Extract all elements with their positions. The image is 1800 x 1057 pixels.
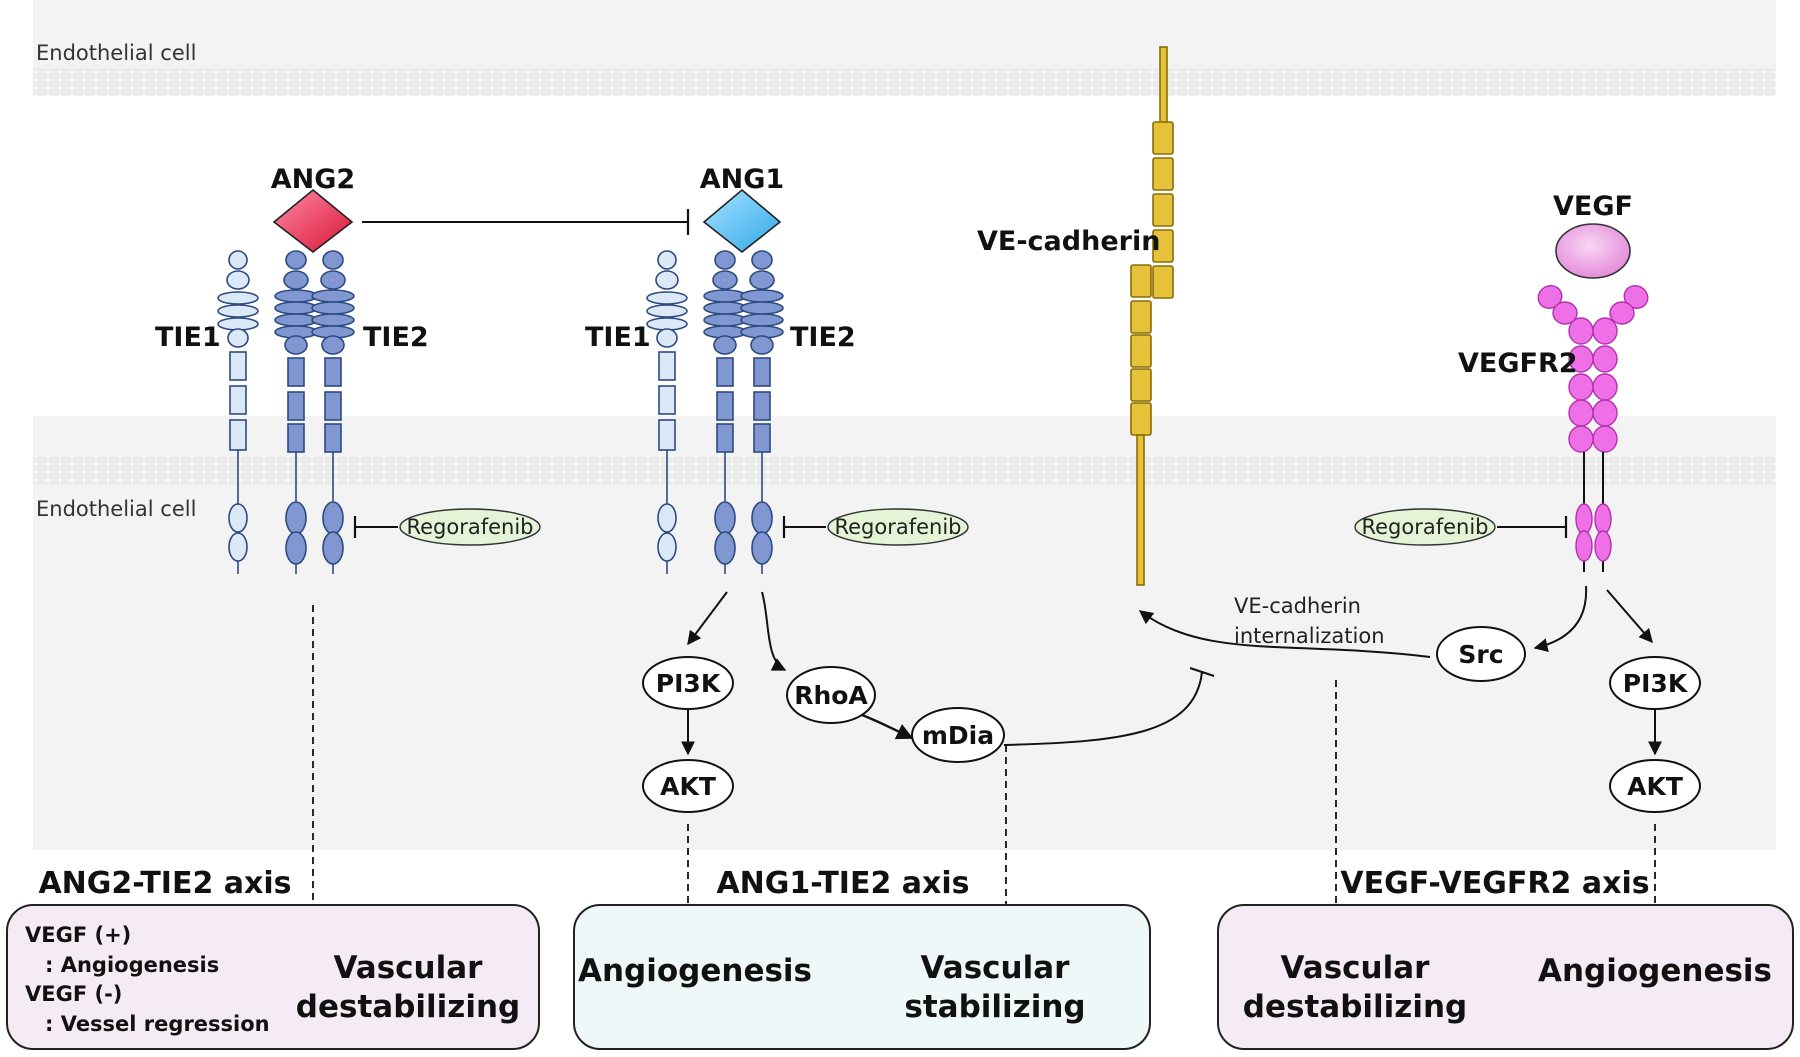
- ve-cadherin-group: VE-cadherin VE-cadherin internalization: [977, 46, 1431, 658]
- rhoa-label: RhoA: [794, 681, 868, 710]
- ang2-label: ANG2: [271, 164, 355, 195]
- tie1-left-label: TIE1: [155, 322, 221, 353]
- ang2-outcome-line1: Vascular: [334, 950, 484, 986]
- internalization-text-1: VE-cadherin: [1234, 594, 1361, 618]
- src-label: Src: [1458, 640, 1503, 669]
- tie2-left-receptor: [274, 250, 355, 574]
- vegf-minus-effect: : Vessel regression: [45, 1012, 270, 1036]
- vegf-outcome-a-line1: Vascular: [1281, 950, 1431, 986]
- vegf-ligand: [1555, 223, 1631, 279]
- vegfr2-label: VEGFR2: [1458, 348, 1578, 379]
- regorafenib-1-label: Regorafenib: [406, 515, 533, 539]
- left-receptor-group: TIE1 TIE2 ANG2 Regorafenib: [155, 164, 690, 930]
- src-node: [1436, 626, 1526, 682]
- pi3k-2-node: [1609, 656, 1701, 710]
- vegf-label: VEGF: [1553, 191, 1633, 222]
- vegfr2-to-pi3k-arrow: [1606, 589, 1653, 644]
- ang2-ligand: [272, 188, 354, 254]
- tie2-to-rhoa-arrow: [761, 591, 787, 671]
- ang2-tie2-box: [6, 904, 540, 1050]
- regorafenib-2-pill: [827, 508, 969, 546]
- rhoa-node: [786, 666, 876, 724]
- akt-1-label: AKT: [660, 772, 716, 801]
- vegf-outcome-a-line2: destabilizing: [1243, 989, 1467, 1025]
- top-cell-label: Endothelial cell: [36, 41, 196, 65]
- akt-2-node: [1609, 759, 1701, 813]
- ang1-outcome-a: Angiogenesis: [578, 953, 812, 989]
- tie2-left-label: TIE2: [363, 322, 429, 353]
- bottom-cell-label: Endothelial cell: [36, 497, 196, 521]
- pi3k-2-label: PI3K: [1623, 669, 1689, 698]
- internalization-text-2: internalization: [1234, 624, 1385, 648]
- vegfr2-to-src-arrow: [1533, 585, 1588, 653]
- vegf-vegfr2-box: [1217, 904, 1794, 1050]
- mdia-inhibition-bar: [1189, 666, 1215, 678]
- akt-1-node: [642, 759, 734, 813]
- middle-receptor-group: TIE1 TIE2 ANG1 Regorafenib PI3K AKT RhoA…: [585, 164, 1215, 930]
- tie1-mid-receptor: [646, 250, 688, 574]
- mdia-node: [911, 707, 1005, 763]
- rhoa-to-mdia-arrow: [861, 713, 914, 740]
- top-membrane: [33, 68, 1776, 96]
- ang1-label: ANG1: [700, 164, 784, 195]
- right-receptor-group: VEGF VEGFR2: [1329, 191, 1701, 930]
- bottom-membrane: [33, 457, 1776, 485]
- pi3k-1-label: PI3K: [656, 669, 722, 698]
- ang1-outcome-b-line1: Vascular: [921, 950, 1071, 986]
- tie2-to-pi3k-arrow: [687, 591, 728, 646]
- ang1-outcome-b-line2: stabilizing: [904, 989, 1085, 1025]
- tie2-mid-label: TIE2: [790, 322, 856, 353]
- regorafenib-3-label: Regorafenib: [1361, 515, 1488, 539]
- mdia-label: mDia: [922, 721, 994, 750]
- tie1-mid-label: TIE1: [585, 322, 651, 353]
- ve-cadherin-label: VE-cadherin: [977, 226, 1160, 257]
- vegf-vegfr2-axis-title: VEGF-VEGFR2 axis: [1340, 866, 1649, 901]
- vegf-plus-effect: : Angiogenesis: [45, 953, 219, 977]
- vegfr2-kinase-domains: [1575, 503, 1612, 562]
- mdia-inhibits-internalization: [1003, 671, 1203, 746]
- tie2-mid-receptor: [703, 250, 784, 574]
- regorafenib-3-pill: [1354, 508, 1496, 546]
- regorafenib-1-pill: [399, 508, 541, 546]
- ang1-ligand: [702, 188, 782, 254]
- vegf-plus-text: VEGF (+): [25, 923, 131, 947]
- akt-2-label: AKT: [1627, 772, 1683, 801]
- tie1-left-receptor: [217, 250, 259, 574]
- pi3k-1-node: [642, 656, 734, 710]
- ang1-tie2-axis-title: ANG1-TIE2 axis: [716, 866, 969, 901]
- vegf-outcome-b: Angiogenesis: [1538, 953, 1772, 989]
- internalization-arrow: [1138, 610, 1431, 658]
- ang2-outcome-line2: destabilizing: [296, 989, 520, 1025]
- ve-cadherin-molecule: [1130, 46, 1174, 586]
- vegfr2-receptor: [1537, 285, 1649, 453]
- ang1-tie2-box: [573, 904, 1151, 1050]
- vegfr2-cytoplasmic: [1583, 452, 1604, 572]
- vegf-minus-text: VEGF (-): [25, 982, 122, 1006]
- ang2-tie2-axis-title: ANG2-TIE2 axis: [38, 866, 291, 901]
- regorafenib-2-label: Regorafenib: [834, 515, 961, 539]
